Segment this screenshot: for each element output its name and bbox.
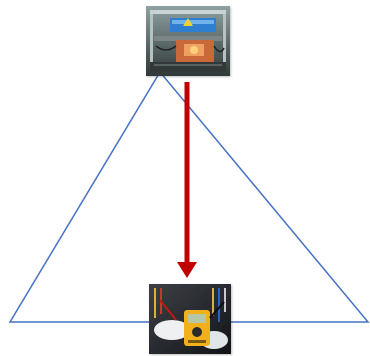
node-bottom-multimeter-photo bbox=[149, 284, 231, 354]
flow-arrow-head bbox=[177, 262, 197, 278]
node-top-machine-photo bbox=[146, 6, 230, 76]
flow-arrow bbox=[177, 82, 197, 278]
